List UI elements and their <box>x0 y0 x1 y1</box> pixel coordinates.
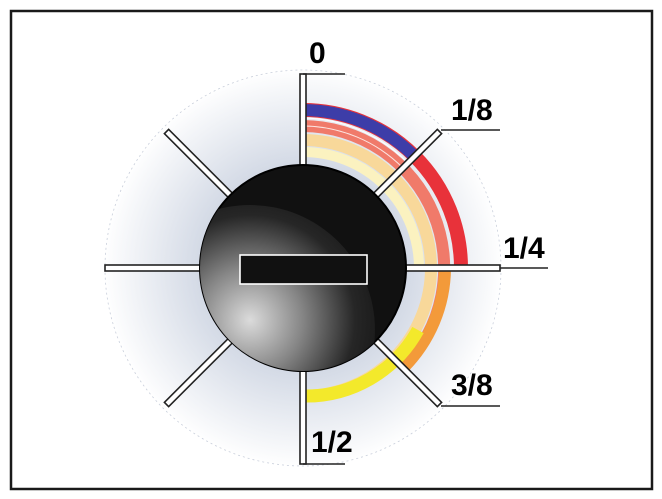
label-3-8: 3/8 <box>451 369 493 402</box>
spoke-1-4 <box>402 264 501 272</box>
control-knob[interactable] <box>125 164 407 455</box>
knob-pointer-bar <box>239 254 368 285</box>
spoke-0 <box>299 73 307 171</box>
spoke-1-2 <box>299 365 307 465</box>
label-1-8: 1/8 <box>451 94 493 127</box>
heat-arc-yellow <box>302 326 424 403</box>
position-spokes <box>104 73 548 465</box>
label-1-4: 1/4 <box>503 232 545 265</box>
heat-arc-stripe <box>302 117 406 161</box>
heat-arc-orange <box>398 267 451 373</box>
heat-arc-blue <box>302 104 417 159</box>
label-0: 0 <box>309 37 326 70</box>
spoke-left <box>104 264 202 272</box>
heat-arc-stripe-2 <box>302 125 404 169</box>
label-1-2: 1/2 <box>311 426 353 459</box>
